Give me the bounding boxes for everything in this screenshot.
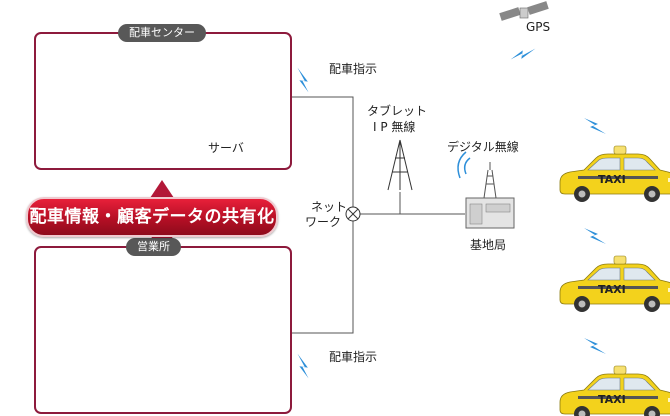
signal-bolt-top (289, 67, 317, 93)
server-label: サーバ (208, 141, 244, 155)
network-label-line2: ワーク (305, 215, 342, 229)
digital-signal-icon (457, 151, 471, 179)
taxi-3 (559, 365, 670, 416)
taxi-sign-2: TAXI (598, 283, 626, 296)
network-label-line1: ネット (311, 200, 348, 214)
dispatch-instruction-top-label: 配車指示 (329, 62, 378, 76)
digital-radio-label: デジタル無線 (447, 140, 519, 154)
network-lines (290, 96, 465, 334)
radio-tower-icon (387, 139, 413, 191)
signal-bolt-gps (510, 40, 536, 68)
data-sharing-banner: 配車情報・顧客データの共有化 (26, 197, 278, 237)
signal-bolt-taxi1 (584, 118, 606, 134)
base-station-icon (465, 162, 515, 229)
tablet-ip-line2: I P 無線 (373, 120, 416, 134)
taxi-sign-1: TAXI (598, 173, 626, 186)
satellite-icon (499, 1, 549, 21)
dispatch-center-box (34, 32, 292, 170)
branch-office-box (34, 246, 292, 414)
taxi-sign-3: TAXI (598, 393, 626, 406)
branch-office-tag: 営業所 (126, 238, 181, 256)
gps-label: GPS (526, 20, 551, 34)
network-node-symbol (345, 206, 361, 222)
base-station-label: 基地局 (470, 238, 507, 252)
signal-bolt-taxi2 (584, 228, 606, 244)
tablet-ip-line1: タブレット (367, 104, 428, 118)
signal-bolt-taxi3 (584, 338, 606, 354)
dispatch-instruction-bottom-label: 配車指示 (329, 350, 378, 364)
dispatch-center-tag: 配車センター (118, 24, 206, 42)
signal-bolt-bottom (289, 353, 317, 379)
